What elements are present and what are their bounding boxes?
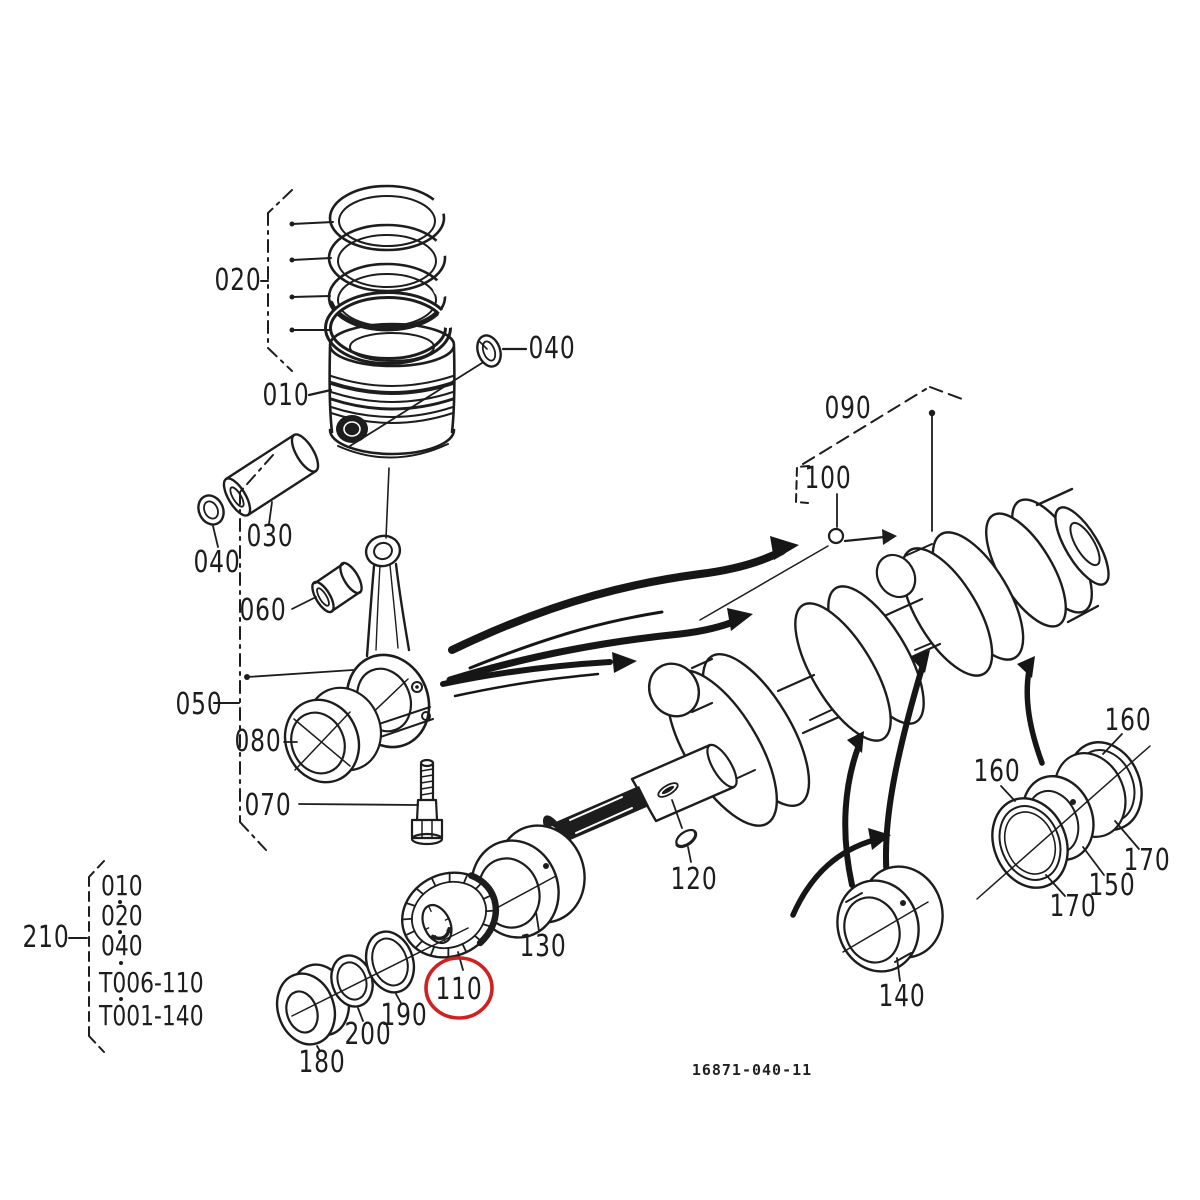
callout-010: 010 [262, 378, 310, 413]
callout-010-leader [307, 388, 333, 397]
callout-090: 090 [824, 391, 872, 426]
rod-bolt [298, 758, 444, 846]
woodruff-key [671, 799, 698, 863]
callout-190: 190 [380, 998, 428, 1033]
callout-100: 100 [804, 461, 852, 496]
ref-item: 020 [101, 899, 143, 932]
big-end-bearing [283, 686, 383, 784]
callout-170-mid: 170 [1049, 889, 1097, 924]
callout-170-right: 170 [1123, 843, 1171, 878]
crankshaft [542, 487, 1110, 853]
callout-150: 150 [1088, 868, 1136, 903]
callout-070: 070 [244, 788, 292, 823]
ref-list-bracket [68, 860, 123, 1053]
ref-item: T006-110 [99, 966, 204, 999]
ref-item: T001-140 [99, 999, 204, 1032]
callout-050: 050 [175, 687, 223, 722]
callout-140: 140 [878, 979, 926, 1014]
callout-020: 020 [214, 263, 262, 298]
callout-050-bracket [213, 454, 354, 851]
drawing-number: 16871-040-11 [691, 1061, 813, 1079]
bearing-cluster [976, 733, 1151, 900]
small-end-bushing [291, 561, 363, 614]
callout-030: 030 [246, 519, 294, 554]
callout-110: 110 [435, 972, 483, 1007]
callout-120: 120 [670, 862, 718, 897]
crankshaft-gear [400, 871, 500, 971]
steel-ball [699, 493, 897, 621]
callout-080: 080 [234, 724, 282, 759]
callout-060: 060 [239, 593, 287, 628]
ref-item: 010 [101, 869, 143, 902]
bearing-140 [836, 865, 944, 982]
piston-pin [222, 433, 320, 525]
piston-rings [324, 184, 458, 365]
callout-020-bracket [260, 189, 334, 372]
callout-180: 180 [298, 1045, 346, 1080]
callout-040-top: 040 [528, 331, 576, 366]
highlight-circle [424, 956, 494, 1020]
callout-130: 130 [519, 929, 567, 964]
callout-160-right: 160 [1104, 703, 1152, 738]
callout-160-left: 160 [973, 754, 1021, 789]
install-arrows [440, 536, 1045, 918]
piston [328, 322, 456, 539]
ref-item: 040 [101, 929, 143, 962]
callout-090-leader [795, 386, 963, 532]
callout-040-left: 040 [193, 545, 241, 580]
bearing-130 [470, 824, 586, 939]
axis-line-left [291, 927, 469, 1017]
callout-210: 210 [22, 920, 70, 955]
ring-190 [364, 930, 416, 1004]
circlip-left [197, 494, 225, 548]
ring-200 [330, 954, 374, 1022]
callout-200: 200 [344, 1017, 392, 1052]
circlip-top [349, 334, 528, 447]
